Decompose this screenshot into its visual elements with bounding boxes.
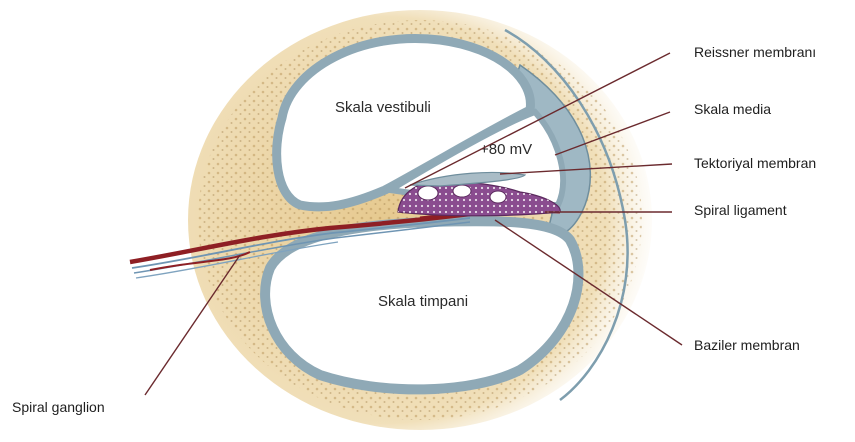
callout-scala-media: Skala media <box>694 101 771 117</box>
callout-reissner-membrane: Reissner membranı <box>694 44 816 60</box>
callout-spiral-ligament: Spiral ligament <box>694 202 787 218</box>
callout-tectorial-membrane: Tektoriyal membran <box>694 155 816 171</box>
callout-basilar-membrane: Baziler membran <box>694 337 800 353</box>
label-scala-tympani: Skala timpani <box>378 293 468 310</box>
label-scala-vestibuli: Skala vestibuli <box>335 99 431 116</box>
callout-spiral-ganglion: Spiral ganglion <box>12 399 105 415</box>
label-scala-media-potential: +80 mV <box>480 141 532 158</box>
